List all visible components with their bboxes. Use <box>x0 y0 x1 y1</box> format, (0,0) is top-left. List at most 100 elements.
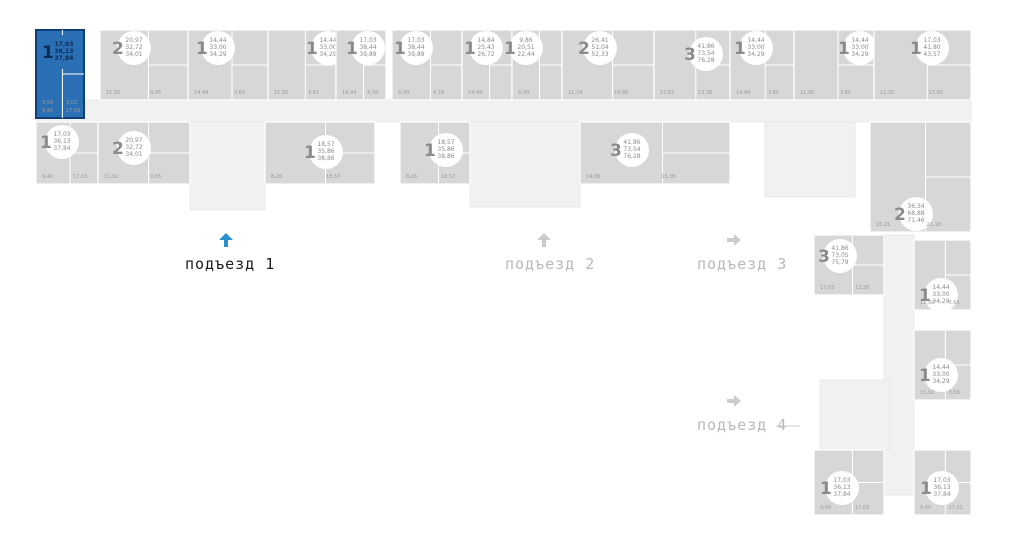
entrance-2-label[interactable]: подъезд 2 <box>505 255 596 273</box>
area-value: 51,04 <box>591 44 608 51</box>
area-value: 41,80 <box>923 44 940 51</box>
area-value: 36,13 <box>933 484 950 491</box>
room-area-label: 3,65 <box>840 90 851 96</box>
stair-core-3 <box>764 121 856 198</box>
room-area-label: 3,61 <box>308 90 319 96</box>
stair-core-1 <box>189 121 266 211</box>
entrance-3-label[interactable]: подъезд 3 <box>697 255 788 273</box>
room-area-label: 13,38 <box>698 90 712 96</box>
area-value: 35,86 <box>317 148 334 155</box>
apartment-badge <box>117 131 151 165</box>
apartment-badge <box>45 125 79 159</box>
area-value: 35,86 <box>437 146 454 153</box>
room-area-label: 3,58 <box>42 100 53 106</box>
apartment-badge <box>924 358 958 392</box>
rooms-count: 1 <box>394 39 406 59</box>
area-value: 39,89 <box>407 51 424 58</box>
area-value: 73,05 <box>831 252 848 259</box>
area-value: 71,46 <box>907 217 924 224</box>
apartment-badge <box>925 471 959 505</box>
area-value: 76,28 <box>623 153 640 160</box>
entrance-4-label[interactable]: подъезд 4 <box>697 416 788 434</box>
area-value: 36,13 <box>833 484 850 491</box>
room-area-label: 17,03 <box>929 90 943 96</box>
area-value: 37,84 <box>833 491 850 498</box>
room-area-label: 8,26 <box>271 174 282 180</box>
room-area-label: 3,58 <box>949 390 960 396</box>
right-arrow-icon <box>727 234 741 246</box>
apartment-badge <box>915 31 949 65</box>
apartment-badge <box>309 135 343 169</box>
area-value: 34,01 <box>125 151 142 158</box>
room-area-label: 11,74 <box>568 90 582 96</box>
area-value: 17,03 <box>359 37 376 44</box>
up-arrow-icon <box>219 233 233 247</box>
rooms-count: 2 <box>578 39 590 59</box>
room-area-label: 4,78 <box>367 90 378 96</box>
rooms-count: 3 <box>818 247 830 267</box>
corridor-wing <box>883 234 915 496</box>
area-value: 14,44 <box>932 364 949 371</box>
up-arrow-icon <box>537 233 551 247</box>
area-value: 37,84 <box>53 145 70 152</box>
area-value: 38,44 <box>407 44 424 51</box>
area-value: 36,13 <box>55 48 74 55</box>
entrance-1-label[interactable]: подъезд 1 <box>185 255 276 273</box>
area-value: 17,03 <box>933 477 950 484</box>
right-arrow-icon <box>727 395 741 407</box>
room-area-label: 15,21 <box>876 222 890 228</box>
room-area-label: 3,65 <box>234 90 245 96</box>
area-value: 41,86 <box>831 245 848 252</box>
apartment-badge <box>469 31 503 65</box>
room-area-label: 17,03 <box>820 285 834 291</box>
apartment-badge <box>825 471 859 505</box>
area-value: 25,43 <box>477 44 494 51</box>
area-value: 26,41 <box>591 37 608 44</box>
area-value: 38,86 <box>317 155 334 162</box>
area-value: 33,00 <box>747 44 764 51</box>
rooms-count: 1 <box>838 39 850 59</box>
rooms-count: 1 <box>306 39 318 59</box>
area-value: 34,29 <box>319 51 336 58</box>
area-value: 33,00 <box>319 44 336 51</box>
room-area-label: 9,40 <box>42 174 53 180</box>
room-area-label: 18,57 <box>326 174 340 180</box>
area-value: 32,72 <box>125 144 142 151</box>
rooms-count: 1 <box>919 366 931 386</box>
rooms-count: 2 <box>112 139 124 159</box>
area-value: 41,86 <box>697 43 714 50</box>
area-value: 26,72 <box>477 51 494 58</box>
room-area-label: 3,02 <box>66 100 77 106</box>
apartment-badge <box>429 133 463 167</box>
area-value: 41,86 <box>623 139 640 146</box>
area-value: 20,51 <box>517 44 534 51</box>
room-area-label: 21,18 <box>927 222 941 228</box>
rooms-count: 1 <box>304 143 316 163</box>
area-value: 17,03 <box>53 131 70 138</box>
area-value: 20,97 <box>125 37 142 44</box>
room-area-label: 11,92 <box>800 90 814 96</box>
area-value: 39,89 <box>359 51 376 58</box>
